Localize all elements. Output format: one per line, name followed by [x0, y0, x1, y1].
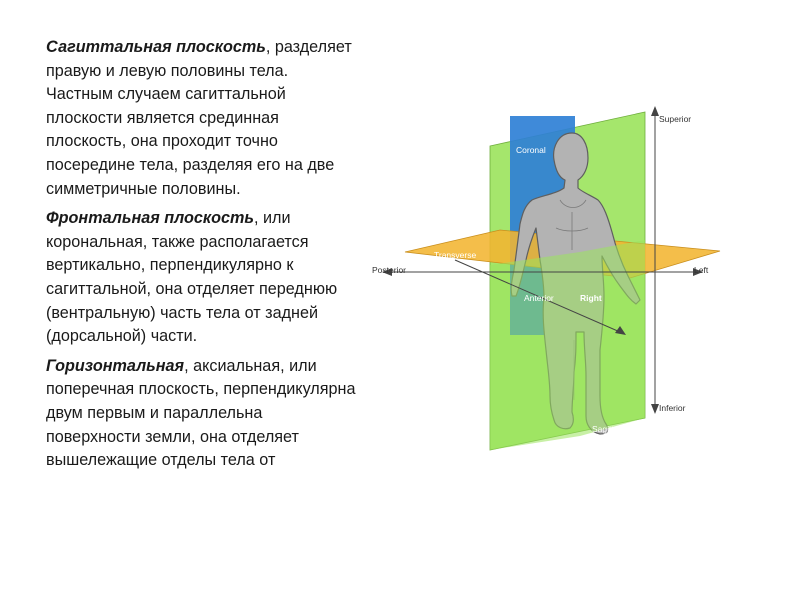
label-left: Left	[694, 265, 709, 275]
paragraph-sagittal: Сагиттальная плоскость, разделяет правую…	[46, 36, 356, 201]
label-posterior: Posterior	[372, 265, 406, 275]
text-frontal: , или корональная, также располагается в…	[46, 209, 338, 346]
label-transverse: Transverse	[434, 250, 476, 260]
superior-arrowhead-icon	[651, 106, 659, 116]
paragraph-frontal: Фронтальная плоскость, или корональная, …	[46, 207, 356, 349]
description-text: Сагиттальная плоскость, разделяет правую…	[46, 36, 356, 479]
label-inferior: Inferior	[659, 403, 686, 413]
label-superior: Superior	[659, 114, 691, 124]
left-arrowhead-icon	[382, 268, 392, 276]
label-anterior: Anterior	[524, 293, 554, 303]
label-sagittal: Sagittal	[592, 424, 620, 434]
sagittal-plane-front-right	[580, 240, 645, 436]
text-horizontal: , аксиальная, или поперечная плоскость, …	[46, 356, 356, 470]
sagittal-plane-front	[490, 252, 580, 450]
term-frontal: Фронтальная плоскость	[46, 209, 255, 228]
anatomical-planes-diagram: Superior Inferior Posterior Left Coronal…	[372, 106, 721, 451]
term-sagittal: Сагиттальная плоскость	[46, 38, 266, 56]
label-coronal: Coronal	[516, 145, 546, 155]
anterior-arrowhead-icon	[615, 326, 626, 335]
term-horizontal: Горизонтальная	[46, 356, 185, 375]
inferior-arrowhead-icon	[651, 404, 659, 414]
text-sagittal: , разделяет правую и левую половины тела…	[46, 38, 352, 198]
paragraph-horizontal: Горизонтальная, аксиальная, или поперечн…	[46, 355, 356, 473]
label-right: Right	[580, 293, 602, 303]
anterior-right-axis	[454, 259, 621, 333]
right-arrowhead-icon	[693, 268, 703, 276]
